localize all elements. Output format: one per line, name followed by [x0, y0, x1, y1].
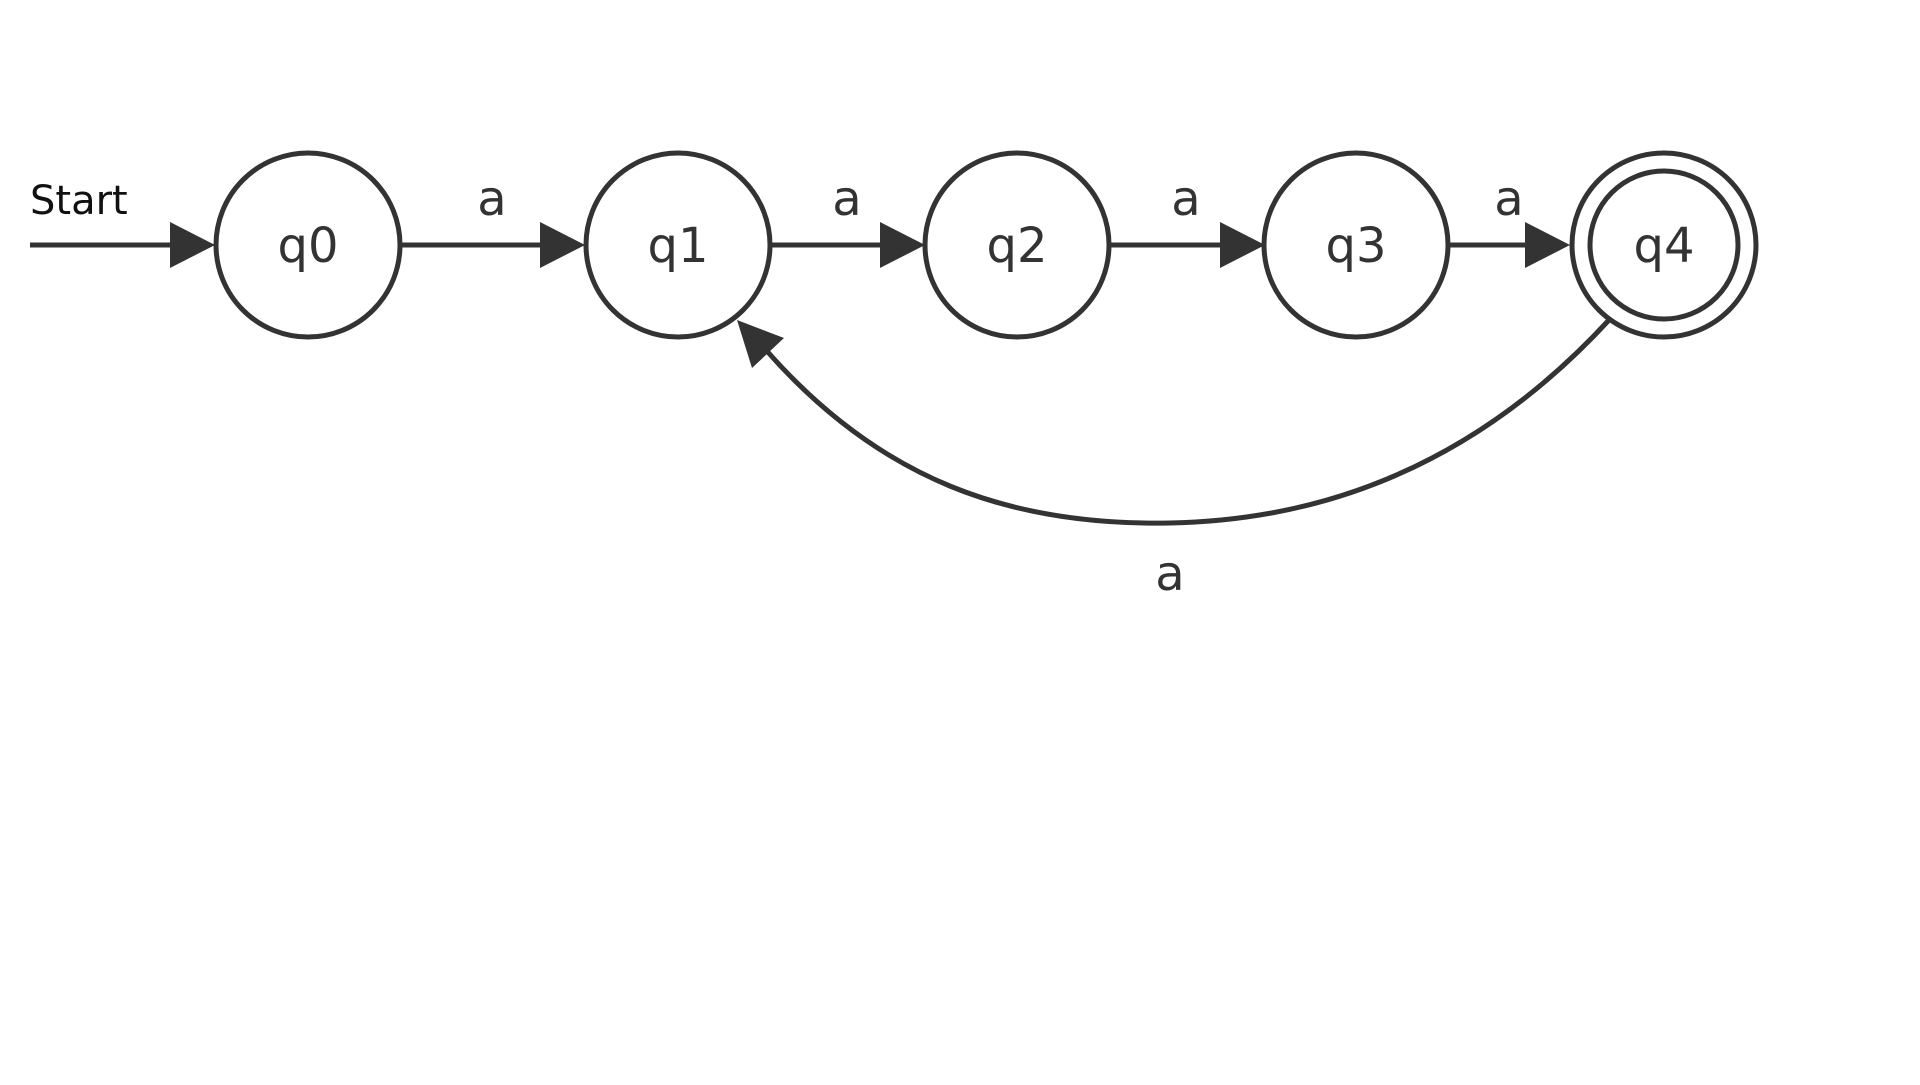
- state-label: q2: [986, 218, 1047, 274]
- transition-arrow-head: [540, 222, 585, 268]
- transition-q1-q2: a: [770, 171, 925, 268]
- state-q0: q0: [213, 150, 403, 340]
- state-q1: q1: [583, 150, 773, 340]
- state-q2: q2: [922, 150, 1112, 340]
- transition-label: a: [1494, 171, 1523, 227]
- state-q3: q3: [1261, 150, 1451, 340]
- start-arrow-head: [170, 222, 215, 268]
- transition-q4-q1: a: [737, 318, 1611, 602]
- transition-curve: [764, 318, 1611, 526]
- transition-q2-q3: a: [1110, 171, 1265, 268]
- transition-label: a: [1155, 546, 1184, 602]
- state-circle: [1261, 150, 1451, 340]
- transition-arrow-head: [1525, 222, 1570, 268]
- state-circle: [922, 150, 1112, 340]
- transition-arrow-head: [1220, 222, 1265, 268]
- state-label: q0: [277, 218, 338, 274]
- state-label: q4: [1633, 218, 1694, 274]
- state-label: q3: [1325, 218, 1386, 274]
- start-arrow: [30, 222, 215, 268]
- transition-label: a: [477, 171, 506, 227]
- state-label: q1: [647, 218, 708, 274]
- transition-q0-q1: a: [400, 171, 585, 268]
- transition-q3-q4: a: [1450, 171, 1570, 268]
- transition-label: a: [832, 171, 861, 227]
- state-inner-circle: [1587, 168, 1741, 322]
- state-circle: [583, 150, 773, 340]
- transition-arrow-head: [737, 320, 784, 368]
- state-circle: [213, 150, 403, 340]
- transition-label: a: [1171, 171, 1200, 227]
- transition-arrow-head: [880, 222, 925, 268]
- state-q4-accepting: q4: [1569, 150, 1759, 340]
- start-label: Start: [30, 178, 128, 224]
